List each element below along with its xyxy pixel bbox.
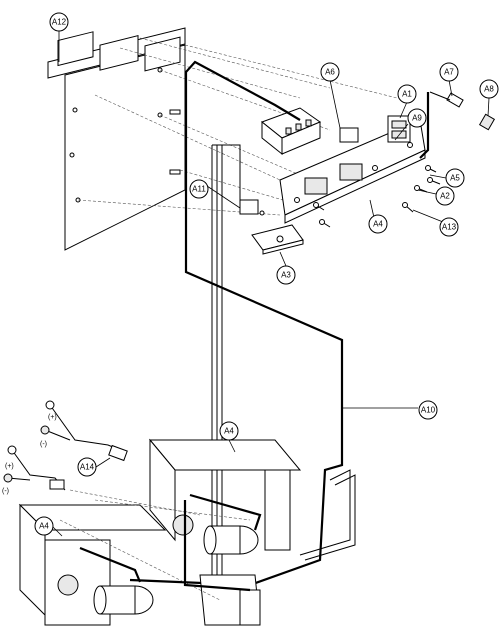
callout-a8: A8 <box>479 79 499 99</box>
mounting-bracket <box>47 27 186 251</box>
svg-text:A1: A1 <box>402 90 412 99</box>
svg-text:A5: A5 <box>450 174 460 183</box>
svg-text:A4: A4 <box>224 427 234 436</box>
callout-a3: A3 <box>276 265 296 285</box>
svg-text:A9: A9 <box>412 114 422 123</box>
callout-a13: A13 <box>439 217 459 237</box>
svg-text:A11: A11 <box>192 185 206 194</box>
lower-negative-label: (-) <box>2 488 9 495</box>
svg-text:A6: A6 <box>325 68 335 77</box>
callout-a1: A1 <box>397 84 417 104</box>
svg-text:A2: A2 <box>440 192 450 201</box>
callout-a9: A9 <box>407 108 427 128</box>
svg-text:A3: A3 <box>281 271 291 280</box>
chassis-frame <box>18 438 302 626</box>
callout-a6: A6 <box>320 62 340 82</box>
upper-negative-label: (-) <box>40 441 47 448</box>
leader-lines <box>51 30 490 537</box>
callout-a4-bot: A4 <box>34 516 54 536</box>
cover-plate <box>251 224 304 255</box>
svg-text:A13: A13 <box>442 223 457 232</box>
connector-module <box>339 115 411 143</box>
callout-a7: A7 <box>439 62 459 82</box>
upper-positive-label: (+) <box>48 414 57 421</box>
callout-a12: A12 <box>49 12 69 32</box>
svg-text:A10: A10 <box>421 406 436 415</box>
motor-harness <box>79 493 262 592</box>
svg-text:A4: A4 <box>39 522 49 531</box>
callout-a4-mid: A4 <box>219 421 239 441</box>
svg-text:A12: A12 <box>52 18 67 27</box>
fuse-block <box>239 199 265 216</box>
lower-positive-label: (+) <box>5 463 14 470</box>
motor <box>57 514 259 615</box>
svg-text:A8: A8 <box>484 85 494 94</box>
svg-text:A4: A4 <box>373 220 383 229</box>
svg-text:A14: A14 <box>80 463 95 472</box>
callout-a11: A11 <box>189 179 209 199</box>
callout-a5: A5 <box>445 168 465 188</box>
callout-a10: A10 <box>418 400 438 420</box>
svg-text:A7: A7 <box>444 68 454 77</box>
lower-alignment-lines <box>59 489 251 601</box>
callout-a14: A14 <box>77 457 97 477</box>
main-harness <box>129 60 430 587</box>
control-panel-plate <box>279 119 426 224</box>
battery-cable <box>3 400 128 491</box>
callout-a4-top: A4 <box>368 214 388 234</box>
cable-plug <box>429 91 496 131</box>
callout-a2: A2 <box>435 186 455 206</box>
